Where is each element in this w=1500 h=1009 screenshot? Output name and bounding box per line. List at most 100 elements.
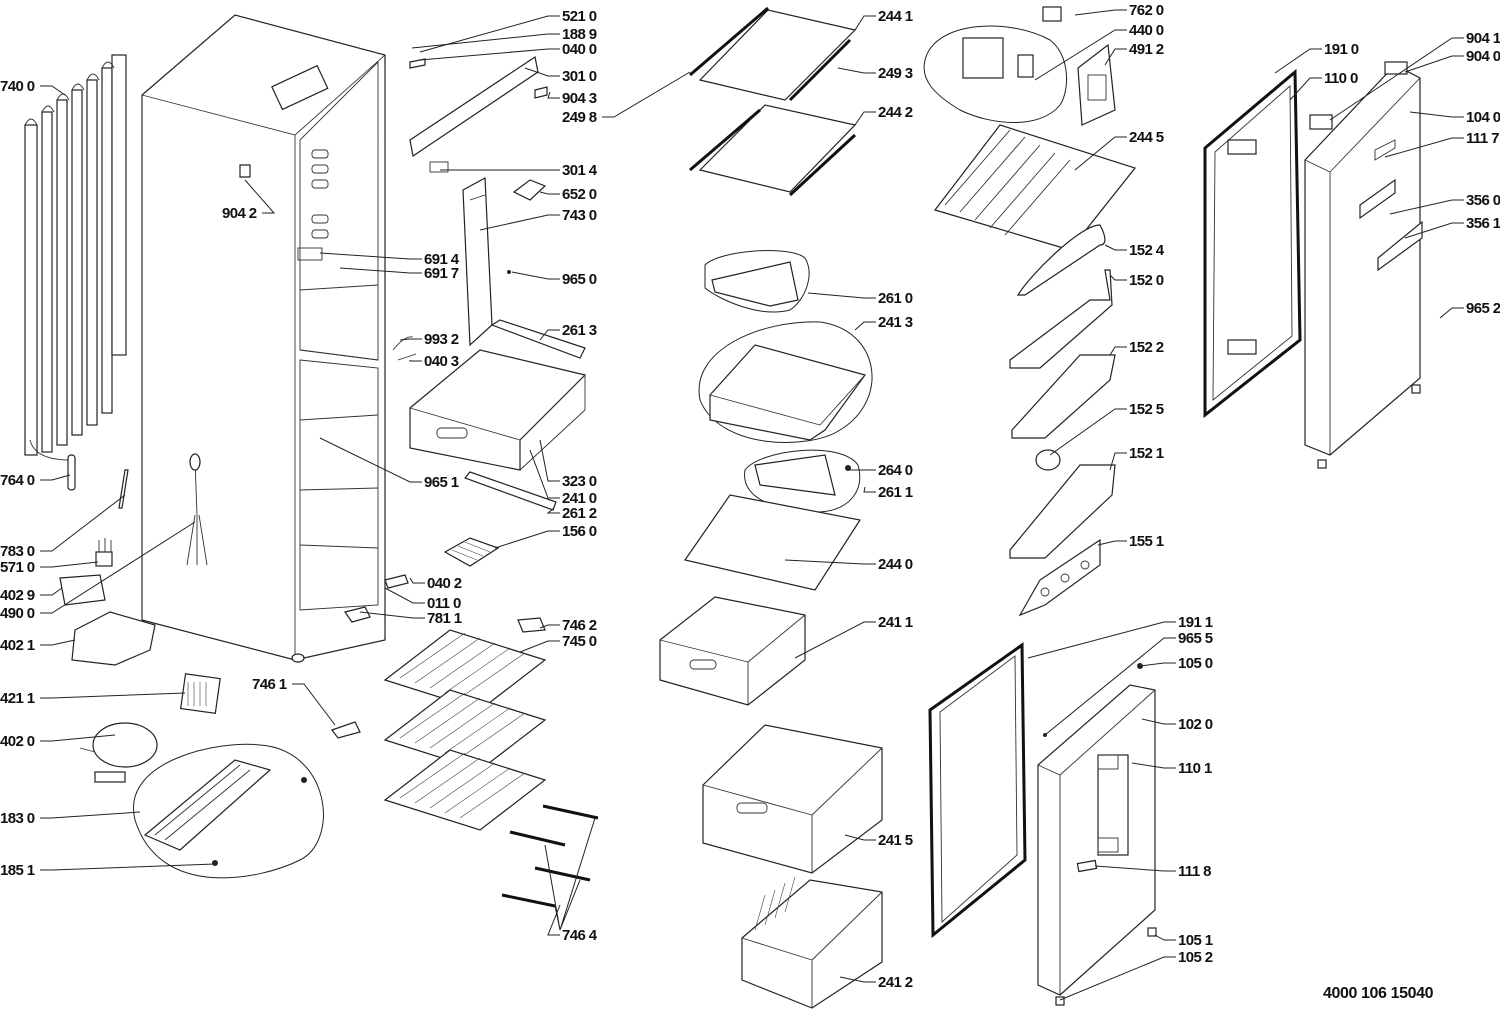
callout-105-1: 105 1 — [1154, 932, 1213, 949]
leader-line — [409, 577, 425, 584]
callout-244-5: 244 5 — [1074, 129, 1164, 171]
callout-440-0: 440 0 — [1034, 22, 1164, 81]
leader-line — [1141, 718, 1176, 725]
part-number-label: 402 0 — [0, 733, 35, 750]
part-number-label: 244 5 — [1129, 129, 1164, 146]
callout-244-0: 244 0 — [784, 556, 913, 573]
leader-line — [319, 437, 422, 483]
callout-241-0: 241 0 — [529, 449, 597, 507]
leader-line — [1049, 408, 1127, 456]
leader-line — [1439, 307, 1464, 319]
callout-264-0: 264 0 — [850, 462, 913, 479]
leader-line — [384, 587, 425, 604]
leader-line — [419, 48, 560, 61]
bracket-9042 — [239, 164, 251, 178]
compressor — [79, 722, 158, 783]
ice-tray — [443, 537, 500, 567]
part-number-label: 105 1 — [1178, 932, 1213, 949]
part-number-label: 040 3 — [424, 353, 459, 370]
callout-261-0: 261 0 — [807, 290, 913, 307]
cabinet-body — [141, 14, 386, 663]
component-box — [179, 673, 221, 715]
callout-743-0: 743 0 — [479, 207, 597, 231]
part-number-label: 440 0 — [1129, 22, 1164, 39]
callout-421-1: 421 1 — [0, 690, 186, 707]
leader-line — [1034, 29, 1127, 81]
leader-line — [1104, 244, 1127, 251]
callout-244-1: 244 1 — [854, 8, 913, 31]
callout-301-0: 301 0 — [524, 67, 597, 85]
leader-line — [40, 494, 126, 552]
callout-241-1: 241 1 — [794, 614, 913, 659]
lamp — [392, 336, 417, 361]
part-number-label: 110 1 — [1178, 760, 1212, 777]
part-number-label: 104 0 — [1466, 109, 1500, 126]
rack-supports — [501, 804, 599, 931]
leader-line — [547, 91, 560, 99]
leader-line — [1139, 662, 1176, 667]
callout-241-3: 241 3 — [854, 314, 913, 331]
glass-shelf-upper — [689, 6, 857, 102]
leader-line — [1329, 37, 1464, 121]
hinge-9043 — [534, 86, 548, 99]
fan-motor-housing — [962, 37, 1004, 79]
leader-line — [40, 692, 186, 699]
callout-183-0: 183 0 — [0, 810, 141, 827]
part-number-label: 402 9 — [0, 587, 35, 604]
callout-745-0: 745 0 — [519, 633, 597, 653]
callout-746-1: 746 1 — [252, 676, 336, 726]
leader-line — [40, 474, 71, 481]
leader-line — [547, 904, 561, 936]
leader-line — [1289, 77, 1322, 101]
part-number-label: 188 9 — [562, 26, 597, 43]
part-number-label: 105 0 — [1178, 655, 1213, 672]
wire-rack-3 — [383, 749, 547, 831]
part-number-label: 105 2 — [1178, 949, 1213, 966]
fan-assembly-blob — [923, 25, 1068, 123]
callout-402-1: 402 1 — [0, 637, 76, 654]
leader-line — [1109, 274, 1127, 281]
callout-110-1: 110 1 — [1131, 760, 1213, 777]
rack-clip-lower — [331, 721, 361, 739]
bottle-holder — [1018, 538, 1101, 617]
leader-line — [1027, 621, 1176, 659]
leader-line — [794, 621, 876, 659]
callout-491-2: 491 2 — [1104, 41, 1164, 66]
part-number-label: 356 0 — [1466, 192, 1500, 209]
part-number-label: 261 0 — [878, 290, 913, 307]
callout-993-2: 993 2 — [399, 331, 459, 348]
part-number-label: 781 1 — [427, 610, 462, 627]
crisper-drawer-2413 — [709, 344, 866, 441]
leader-line — [479, 214, 560, 231]
part-number-label: 155 1 — [1129, 533, 1164, 550]
leader-line — [784, 559, 876, 565]
part-number-label: 301 4 — [562, 162, 598, 179]
bottom-bracket — [344, 606, 371, 623]
egg-tray — [1035, 449, 1061, 471]
part-number-label: 691 4 — [424, 251, 460, 268]
leader-line — [539, 329, 560, 341]
leader-line — [40, 811, 141, 819]
part-number-label: 904 3 — [562, 90, 597, 107]
leader-line — [1059, 956, 1176, 1001]
leader-line — [807, 292, 876, 299]
callout-783-0: 783 0 — [0, 494, 126, 560]
leader-line — [1104, 48, 1127, 66]
part-number-label: 261 3 — [562, 322, 597, 339]
callout-904-0: 904 0 — [1404, 48, 1500, 73]
leader-line — [539, 624, 560, 629]
callout-904-3: 904 3 — [547, 90, 597, 107]
air-duct — [462, 177, 493, 347]
callout-249-3: 249 3 — [837, 65, 913, 82]
callout-191-0: 191 0 — [1274, 41, 1359, 74]
part-number-label: 993 2 — [424, 331, 459, 348]
evaporator — [933, 124, 1137, 251]
leader-line — [494, 530, 560, 549]
air-filter — [1042, 6, 1062, 22]
part-number-label: 264 0 — [878, 462, 913, 479]
part-number-label: 965 1 — [424, 474, 459, 491]
part-number-label: 241 2 — [878, 974, 913, 991]
glass-crisper-cover — [684, 494, 861, 591]
part-number-label: 110 0 — [1324, 70, 1358, 87]
